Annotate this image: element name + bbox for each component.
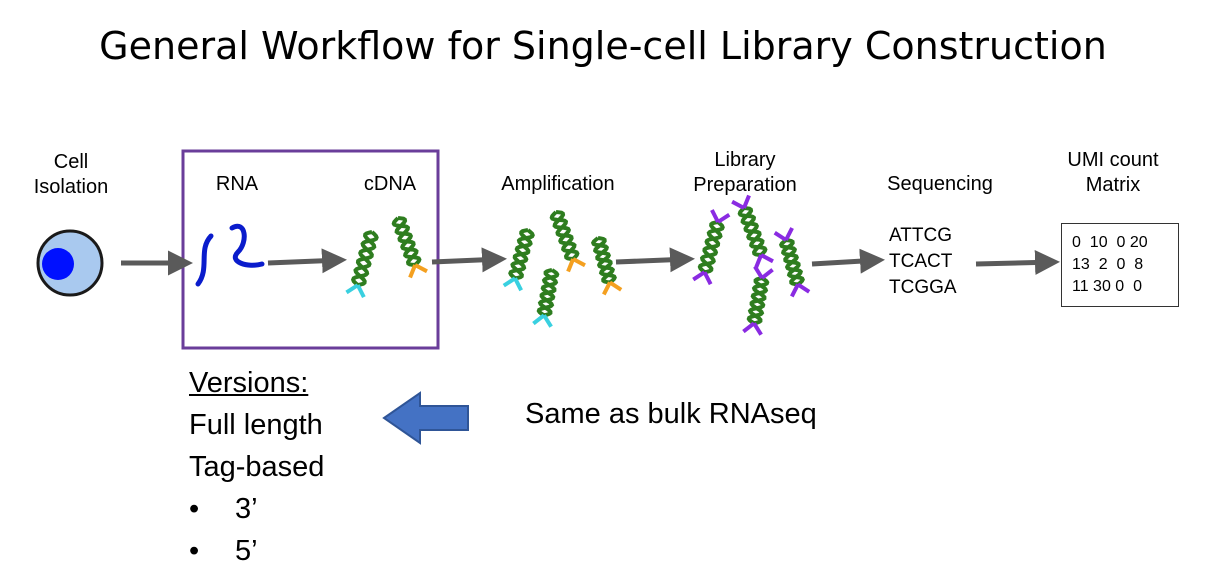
flow-arrows [121, 247, 1060, 276]
flow-arrow [267, 248, 347, 274]
rna-icon [195, 223, 265, 287]
label-cell-isolation: Cell Isolation [22, 150, 120, 200]
helix-icon [742, 265, 774, 336]
matrix-row: 0 10 0 20 [1072, 234, 1148, 251]
label-cell-isolation-line1: Cell [53, 151, 89, 173]
version-item: Tag-based [189, 451, 325, 483]
helix-icon [692, 209, 731, 286]
sequence-item: ATTCG [889, 225, 952, 246]
label-sequencing: Sequencing [887, 173, 993, 195]
helix-icon [773, 227, 811, 298]
version-item: Full length [189, 409, 323, 441]
rna-cdna-frame [181, 149, 440, 350]
versions-heading: Versions: [189, 367, 309, 399]
label-library-line2: Preparation [693, 174, 797, 196]
sequence-list: ATTCG TCACT TCGGA [889, 223, 957, 301]
helix-molecules [345, 194, 811, 336]
version-bullet-text: 5’ [235, 535, 258, 567]
page-title: General Workflow for Single-cell Library… [99, 24, 1107, 68]
helix-icon [549, 210, 586, 273]
label-umi-matrix: UMI count Matrix [1050, 148, 1176, 198]
version-bullet-text: 3’ [235, 493, 258, 525]
helix-icon [391, 216, 428, 279]
cell-icon [36, 229, 104, 297]
matrix-row: 13 2 0 8 [1072, 256, 1144, 273]
flow-arrow [811, 248, 885, 274]
helix-icon [590, 236, 623, 296]
helix-icon [502, 228, 535, 292]
versions-list: Versions: Full length Tag-based •3’ •5’ [189, 362, 324, 572]
flow-arrow [615, 247, 695, 273]
label-library-preparation: Library Preparation [680, 148, 810, 198]
sequence-item: TCACT [889, 251, 953, 272]
back-arrow-icon [382, 391, 469, 445]
label-library-line1: Library [714, 149, 776, 171]
version-bullet: •3’ [189, 488, 324, 530]
matrix-row: 11 30 0 0 [1072, 278, 1142, 295]
label-cell-isolation-line2: Isolation [33, 176, 109, 198]
helix-icon [731, 194, 774, 269]
helix-icon [532, 268, 560, 328]
label-rna: RNA [215, 173, 259, 195]
version-bullet: •5’ [189, 530, 324, 572]
helix-icon [345, 230, 379, 299]
umi-count-matrix: 0 10 0 20 13 2 0 8 11 30 0 0 [1061, 223, 1179, 307]
label-umi-line1: UMI count [1067, 149, 1159, 171]
flow-arrow [431, 247, 507, 273]
same-as-bulk-note: Same as bulk RNAseq [525, 398, 817, 430]
flow-arrow [975, 250, 1060, 276]
label-umi-line2: Matrix [1085, 174, 1141, 196]
label-amplification: Amplification [501, 173, 615, 195]
sequence-item: TCGGA [889, 277, 957, 298]
label-cdna: cDNA [363, 173, 417, 195]
